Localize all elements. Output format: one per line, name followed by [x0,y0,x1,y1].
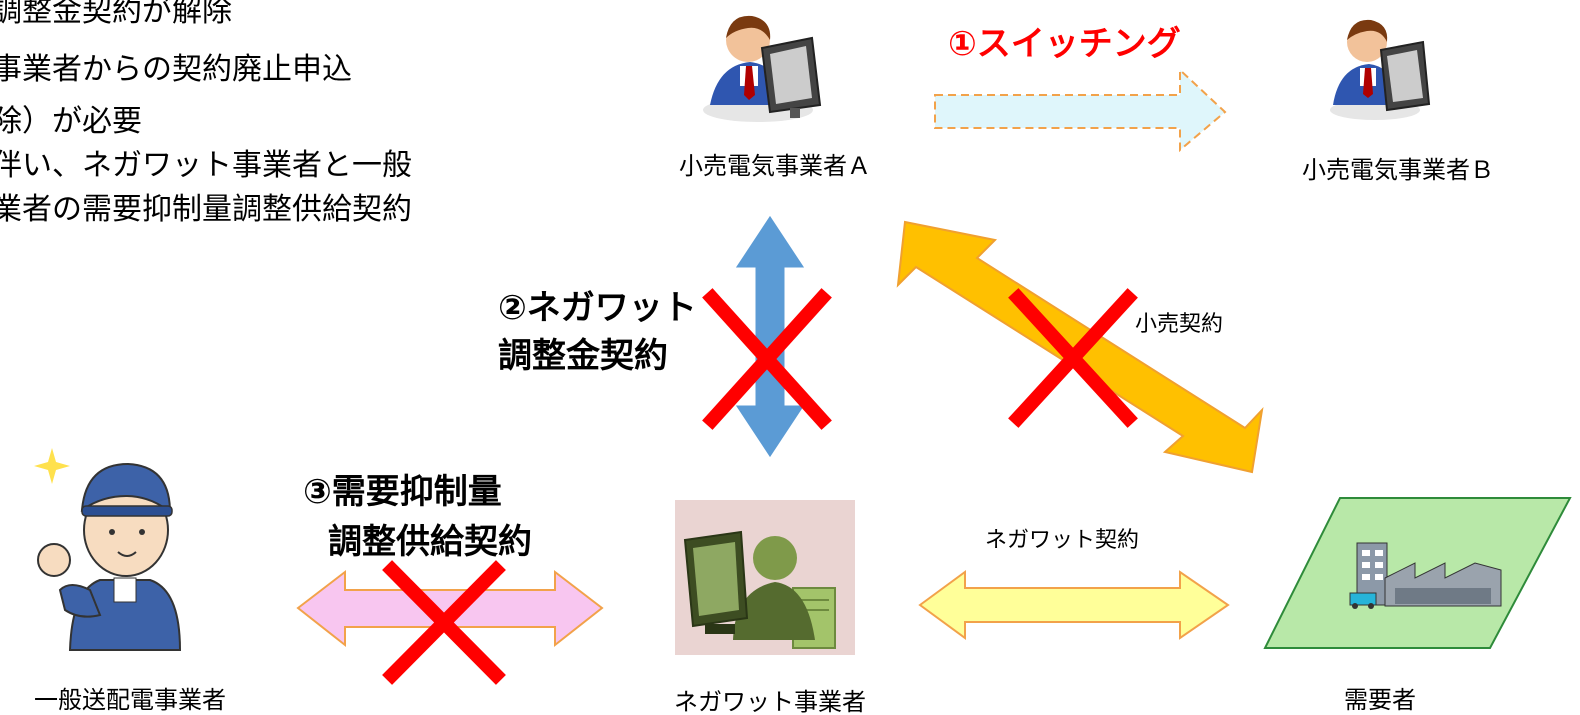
supply-contract-label-line-1: ③需要抑制量 [303,472,502,512]
negawatt-operator-label: ネガワット事業者 [674,688,866,715]
negawatt-contract-arrow [918,570,1230,640]
person-at-computer-icon [1330,19,1431,120]
consumer-label: 需要者 [1344,686,1416,714]
retailer-a-label: 小売電気事業者Ａ [679,152,871,180]
left-text-line-3: 除）が必要 [0,104,142,139]
switching-arrow [934,67,1227,153]
factory-icon [1263,497,1572,649]
operator-icon [675,500,855,655]
negawatt-contract-label: ネガワット契約 [985,528,1140,553]
negawatt-adjustment-label-line-1: ②ネガワット [498,288,697,328]
left-text-line-4: 伴い、ネガワット事業者と一般 [0,148,412,183]
left-text-line-5: 業者の需要抑制量調整供給契約 [0,192,412,227]
general-td-label: 一般送配電事業者 [34,686,226,714]
cross-icon [382,560,506,685]
worker-icon [34,448,182,651]
left-text-line-2: 事業者からの契約廃止申込 [0,52,352,87]
supply-contract-label-line-2: 調整供給契約 [328,522,532,562]
person-at-computer-icon [703,15,822,122]
negawatt-adjustment-arrow [734,214,806,459]
left-text-line-1: 調整金契約が解除 [0,0,232,29]
switching-label: ①スイッチング [948,24,1181,64]
retail-contract-label: 小売契約 [1135,312,1224,337]
cross-icon [1008,288,1138,428]
cross-icon [702,288,832,430]
negawatt-adjustment-label-line-2: 調整金契約 [498,336,668,376]
retailer-b-label: 小売電気事業者Ｂ [1302,156,1494,184]
